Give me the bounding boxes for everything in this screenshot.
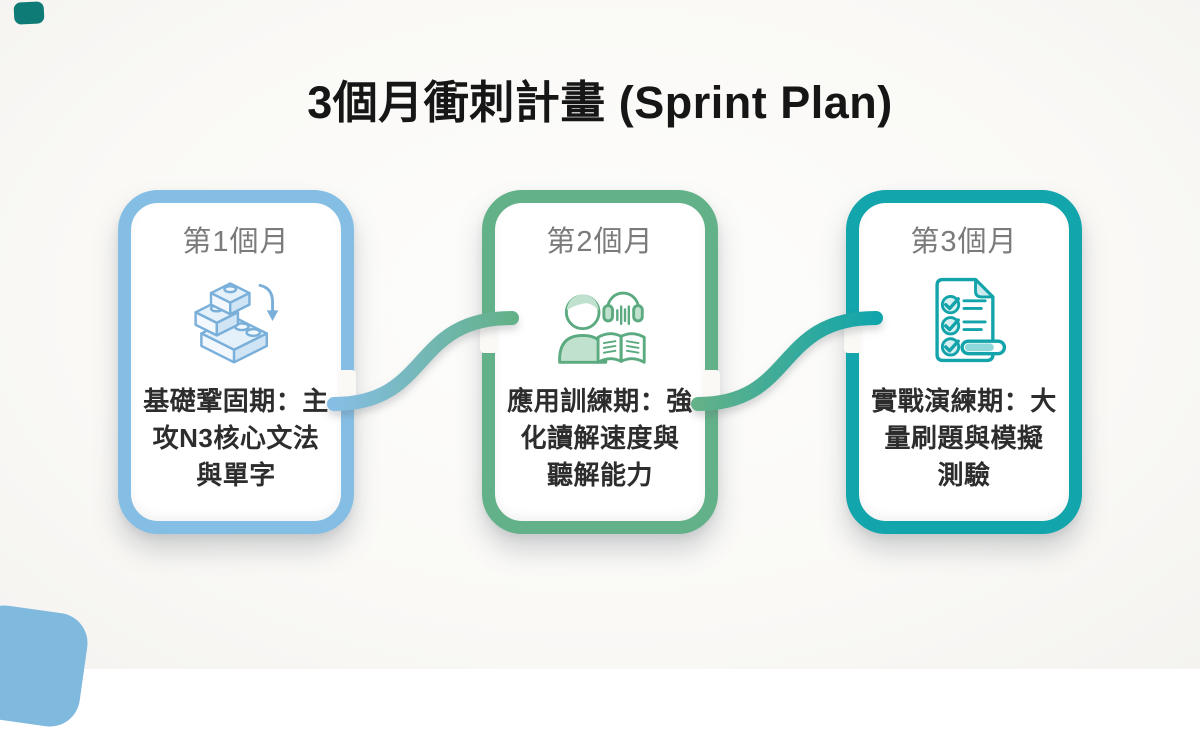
card-month-2-body: 第2個月 (495, 203, 705, 521)
listening-reading-icon (548, 269, 652, 371)
month-1-label: 第1個月 (182, 226, 290, 258)
corner-accent-top-left (13, 1, 45, 25)
card-month-3: 第3個月 (846, 190, 1082, 534)
month-2-label: 第2個月 (546, 226, 654, 258)
page-title: 3個月衝刺計畫 (Sprint Plan) (307, 77, 893, 128)
corner-accent-bottom-left (0, 601, 92, 730)
card-month-1-body: 第1個月 (131, 203, 341, 521)
month-3-label: 第3個月 (910, 226, 1018, 258)
month-3-description: 實戰演練期：大 量刷題與模擬 測驗 (871, 386, 1057, 490)
checklist-icon (912, 269, 1016, 371)
month-1-description: 基礎鞏固期：主 攻N3核心文法 與單字 (143, 386, 329, 490)
card-month-2: 第2個月 (482, 190, 718, 534)
card-month-3-body: 第3個月 (859, 203, 1069, 521)
month-2-description: 應用訓練期：強 化讀解速度與 聽解能力 (507, 386, 693, 490)
card-month-1: 第1個月 (118, 190, 354, 534)
building-blocks-icon (184, 269, 288, 371)
